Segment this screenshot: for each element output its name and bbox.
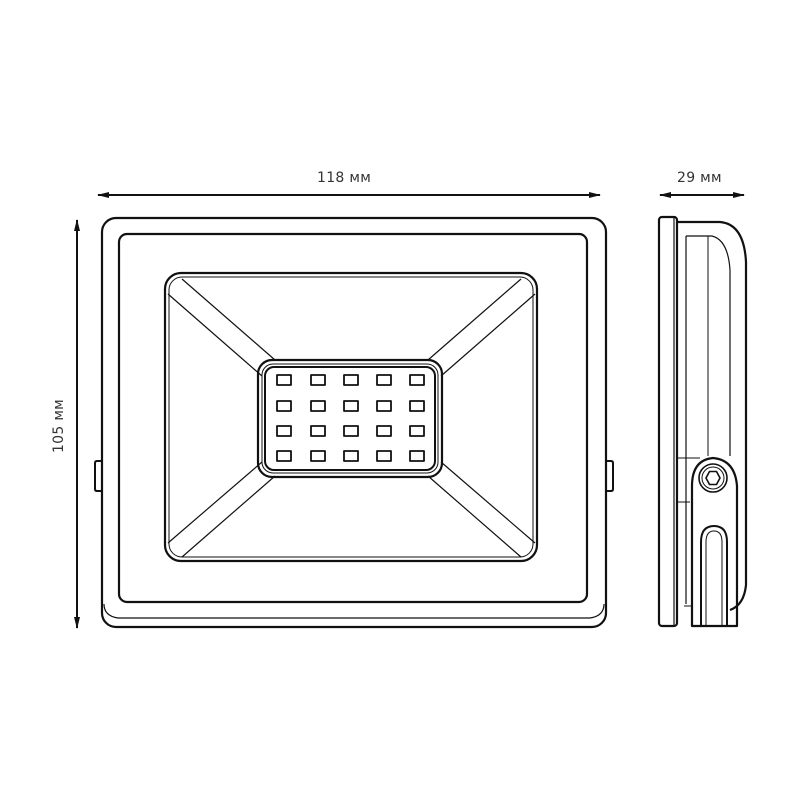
side-view — [657, 215, 748, 628]
reflector-outer — [163, 271, 539, 563]
inner-frame — [117, 232, 589, 604]
front-view — [94, 216, 614, 629]
front-bezel — [657, 215, 679, 628]
bolt-inner — [701, 466, 725, 490]
led-module-inner-line — [261, 363, 439, 474]
width-label: 118 мм — [317, 170, 372, 186]
housing-bottom-edge — [103, 603, 605, 619]
height-label: 105 мм — [51, 398, 68, 454]
left-mount-tab — [94, 460, 102, 492]
led-module-outer — [256, 358, 444, 479]
bracket-slot — [700, 525, 728, 626]
depth-label: 29 мм — [677, 170, 722, 186]
hex-nut-icon — [705, 470, 721, 486]
bolt-outer — [698, 463, 728, 493]
rear-housing — [677, 220, 748, 612]
led-chips — [276, 374, 425, 462]
mounting-bracket — [690, 456, 739, 628]
outer-housing — [100, 216, 608, 629]
led-board — [264, 366, 436, 471]
heat-fin — [686, 235, 731, 456]
reflector-outer-inner-line — [168, 276, 534, 558]
right-mount-tab — [606, 460, 614, 492]
reflector-ribs — [167, 278, 536, 558]
